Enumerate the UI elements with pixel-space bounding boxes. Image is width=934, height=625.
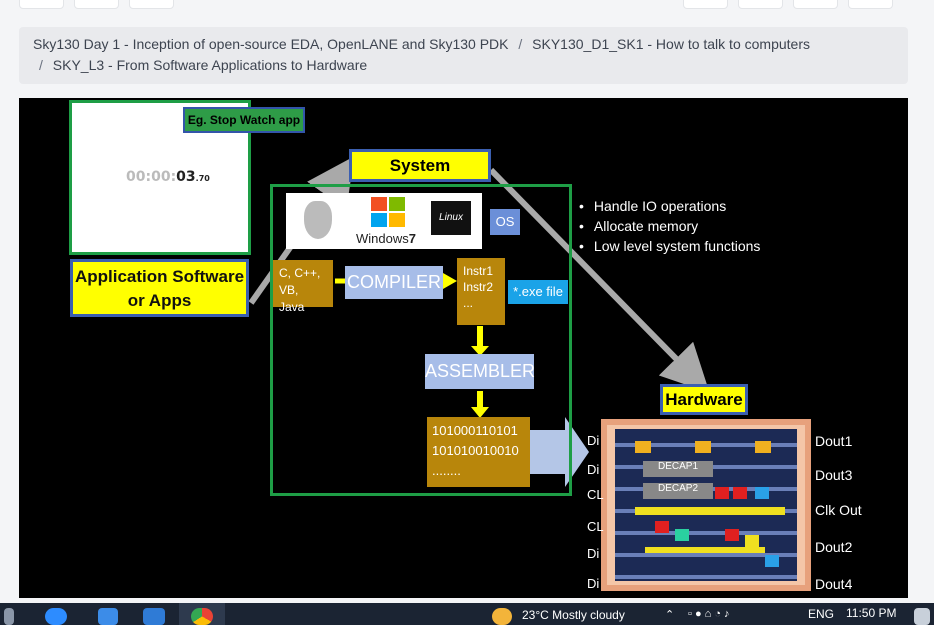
bullet-item: Low level system functions: [579, 236, 761, 256]
apple-logo-icon: [304, 201, 332, 239]
chrome-icon: [191, 608, 213, 625]
top-toolbar: [0, 0, 934, 14]
breadcrumb-section[interactable]: SKY130_D1_SK1 - How to talk to computers: [532, 36, 810, 52]
top-button-3[interactable]: [129, 0, 174, 9]
video-player[interactable]: 00:00:03.70 Eg. Stop Watch app Applicati…: [19, 98, 908, 598]
system-software-frame: [270, 184, 572, 496]
chevron-up-icon[interactable]: ⌃: [665, 609, 675, 621]
arrow-assembler-binary: [477, 391, 483, 409]
binary-box: 101000110101 101010010010 ........: [427, 417, 530, 487]
weather-icon: [492, 608, 512, 625]
os-logos: Windows7 Linux: [286, 193, 482, 249]
stopwatch-time: 00:00:03.70: [126, 169, 210, 185]
decap-cell: DECAP2: [643, 483, 713, 499]
top-button-2[interactable]: [74, 0, 119, 9]
task-view-icon[interactable]: [4, 608, 14, 625]
arrow-system-to-hardware: [488, 167, 710, 393]
application-software-label: Application Software or Apps: [70, 259, 249, 317]
languages-box: C, C++, VB, Java: [273, 260, 333, 314]
breadcrumb-separator: /: [518, 36, 523, 52]
chip-core: DECAP1 DECAP2: [615, 429, 797, 581]
pin-label-left: Di: [587, 546, 600, 561]
top-button-1[interactable]: [19, 0, 64, 9]
top-button-6[interactable]: [793, 0, 838, 9]
breadcrumb-course[interactable]: Sky130 Day 1 - Inception of open-source …: [33, 36, 509, 52]
notification-icon[interactable]: [914, 608, 930, 625]
pin-label-left: Di: [587, 433, 600, 448]
vpn-app-icon[interactable]: [143, 608, 165, 625]
pin-label-left: Di: [587, 462, 600, 477]
language-indicator[interactable]: ENG: [808, 607, 835, 621]
hardware-label: Hardware: [660, 384, 748, 415]
system-software-bullets: Handle IO operations Allocate memory Low…: [579, 196, 761, 256]
stopwatch-label: Eg. Stop Watch app: [183, 107, 305, 133]
windows-text: Windows7: [356, 231, 416, 246]
arrow-compiler-instr: [443, 273, 457, 289]
assembler-box: ASSEMBLER: [425, 354, 535, 389]
top-button-7[interactable]: [848, 0, 893, 9]
breadcrumb: Sky130 Day 1 - Inception of open-source …: [19, 27, 908, 84]
compiler-box: COMPILER: [345, 266, 443, 299]
weather-text[interactable]: 23°C Mostly cloudy: [522, 608, 625, 622]
top-button-5[interactable]: [738, 0, 783, 9]
os-badge: OS: [490, 209, 520, 235]
bullet-item: Handle IO operations: [579, 196, 760, 216]
pin-label-right: Dout4: [815, 576, 853, 592]
pin-label-left: Di: [587, 576, 600, 591]
chrome-taskbar-item[interactable]: [179, 603, 225, 625]
decap-cell: DECAP1: [643, 461, 713, 477]
pin-label-left: CL: [587, 487, 604, 502]
breadcrumb-separator: /: [39, 57, 43, 73]
pin-label-right: Dout2: [815, 539, 853, 555]
top-button-4[interactable]: [683, 0, 728, 9]
file-explorer-icon[interactable]: [98, 608, 118, 625]
pin-label-left: CL: [587, 519, 604, 534]
arrow-instr-assembler: [477, 326, 483, 348]
pin-label-right: Dout1: [815, 433, 853, 449]
taskbar: 23°C Mostly cloudy ⌃ ▫ ● ⌂ ◔ ♪ ENG 11:50…: [0, 603, 934, 625]
bullet-item: Allocate memory: [579, 216, 760, 236]
breadcrumb-lecture: SKY_L3 - From Software Applications to H…: [52, 57, 368, 73]
system-software-label: System Software: [349, 149, 491, 202]
windows-logo-icon: [371, 197, 407, 229]
clock-time[interactable]: 11:50 PM: [846, 606, 897, 620]
linux-logo-icon: Linux: [431, 201, 471, 235]
zoom-app-icon[interactable]: [45, 608, 67, 625]
pin-label-right: Dout3: [815, 467, 853, 483]
pin-label-right: Clk Out: [815, 502, 862, 518]
arrow-binary-hardware: [530, 417, 589, 487]
tray-icons[interactable]: ▫ ● ⌂ ◔ ♪: [688, 608, 730, 620]
stopwatch-app-screenshot: 00:00:03.70: [69, 100, 251, 255]
exe-file-label: *.exe file: [508, 280, 568, 304]
instructions-box: Instr1 Instr2 ...: [457, 258, 505, 325]
chip-layout: DECAP1 DECAP2: [601, 419, 811, 591]
